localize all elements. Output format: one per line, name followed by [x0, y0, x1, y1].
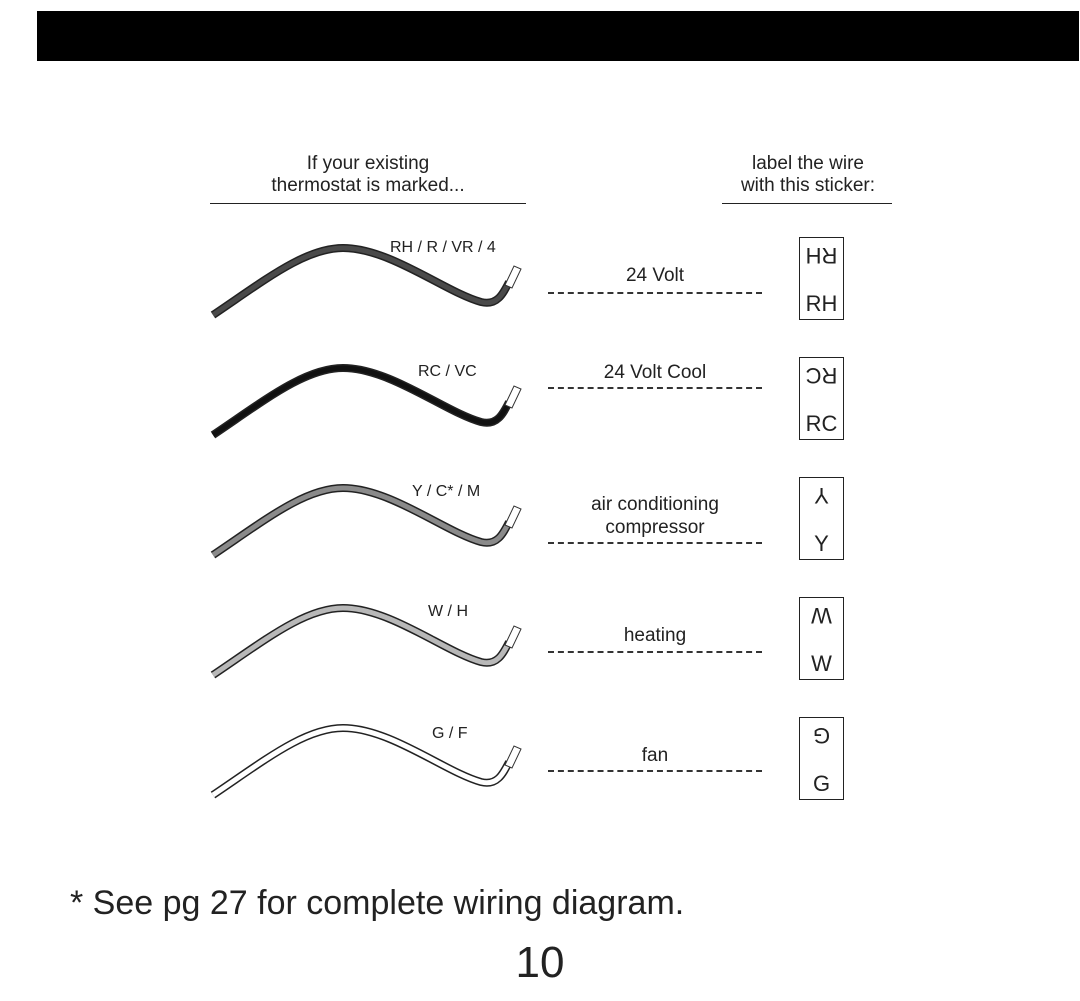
dashed-connector: [548, 651, 762, 653]
wire-tip: [504, 745, 522, 769]
wire-sticker: G G: [799, 717, 844, 800]
sticker-label-inverted: Y: [814, 483, 829, 508]
existing-thermostat-header: If your existing thermostat is marked...: [210, 153, 526, 197]
wire-tip: [504, 265, 522, 289]
wire-tip: [504, 505, 522, 529]
sticker-label-inverted: RH: [805, 243, 838, 268]
dashed-connector: [548, 387, 762, 389]
sticker-label-inverted: W: [811, 603, 832, 628]
dashed-connector: [548, 770, 762, 772]
wire-description: fan: [548, 744, 762, 767]
wire-code: RC / VC: [418, 363, 477, 380]
wire-icon: [210, 243, 522, 319]
header-bar: [37, 11, 1079, 61]
sticker-label: Y: [814, 531, 829, 556]
sticker-header: label the wire with this sticker:: [722, 153, 894, 197]
footnote: * See pg 27 for complete wiring diagram.: [70, 884, 685, 922]
wire-tip: [504, 385, 522, 409]
wire-description: air conditioning compressor: [548, 493, 762, 539]
wire-code: Y / C* / M: [412, 483, 481, 500]
header-right-rule: [722, 203, 892, 204]
wire-icon: [210, 363, 522, 439]
header-left-line: If your existing: [306, 153, 430, 174]
header-right-line: label the wire: [752, 153, 864, 174]
wire-insulation: [211, 485, 512, 558]
wire-icon: [210, 483, 522, 559]
description-line: 24 Volt: [625, 265, 685, 286]
description-line: 24 Volt Cool: [603, 362, 707, 383]
wire-insulation: [211, 245, 512, 318]
header-left-rule: [210, 203, 526, 204]
wire-icon: [210, 603, 522, 679]
dashed-connector: [548, 292, 762, 294]
sticker-label: W: [811, 651, 832, 676]
wire-code: G / F: [432, 725, 468, 742]
wire-row: G / F fan G G: [0, 710, 1080, 820]
wire-sticker: RC RC: [799, 357, 844, 440]
wire-row: W / H heating W W: [0, 590, 1080, 700]
description-line: fan: [641, 745, 669, 766]
wire-row: RH / R / VR / 4 24 Volt RH RH: [0, 230, 1080, 340]
wire-sticker: Y Y: [799, 477, 844, 560]
wire-sticker: W W: [799, 597, 844, 680]
sticker-label-inverted: RC: [805, 363, 838, 388]
header-right-line: with this sticker:: [740, 175, 876, 196]
wire-description: heating: [548, 624, 762, 647]
sticker-label: G: [812, 771, 831, 796]
wire-row: RC / VC 24 Volt Cool RC RC: [0, 350, 1080, 460]
wire-code: RH / R / VR / 4: [390, 239, 496, 256]
page-number: 10: [515, 938, 565, 987]
wire-code: W / H: [428, 603, 468, 620]
sticker-label: RH: [805, 291, 838, 316]
sticker-label-inverted: G: [812, 723, 831, 748]
wire-insulation: [211, 605, 512, 678]
wire-insulation: [211, 725, 512, 798]
dashed-connector: [548, 542, 762, 544]
description-line: compressor: [605, 517, 705, 538]
wire-row: Y / C* / M air conditioning compressor Y…: [0, 470, 1080, 580]
wire-outline: [210, 243, 513, 319]
wire-insulation: [211, 365, 512, 438]
wire-sticker: RH RH: [799, 237, 844, 320]
sticker-label: RC: [805, 411, 838, 436]
wire-icon: [210, 723, 522, 799]
wire-description: 24 Volt: [548, 264, 762, 287]
wire-description: 24 Volt Cool: [548, 361, 762, 384]
description-line: heating: [623, 625, 687, 646]
header-left-line: thermostat is marked...: [271, 175, 465, 196]
wire-tip: [504, 625, 522, 649]
description-line: air conditioning: [591, 494, 719, 515]
